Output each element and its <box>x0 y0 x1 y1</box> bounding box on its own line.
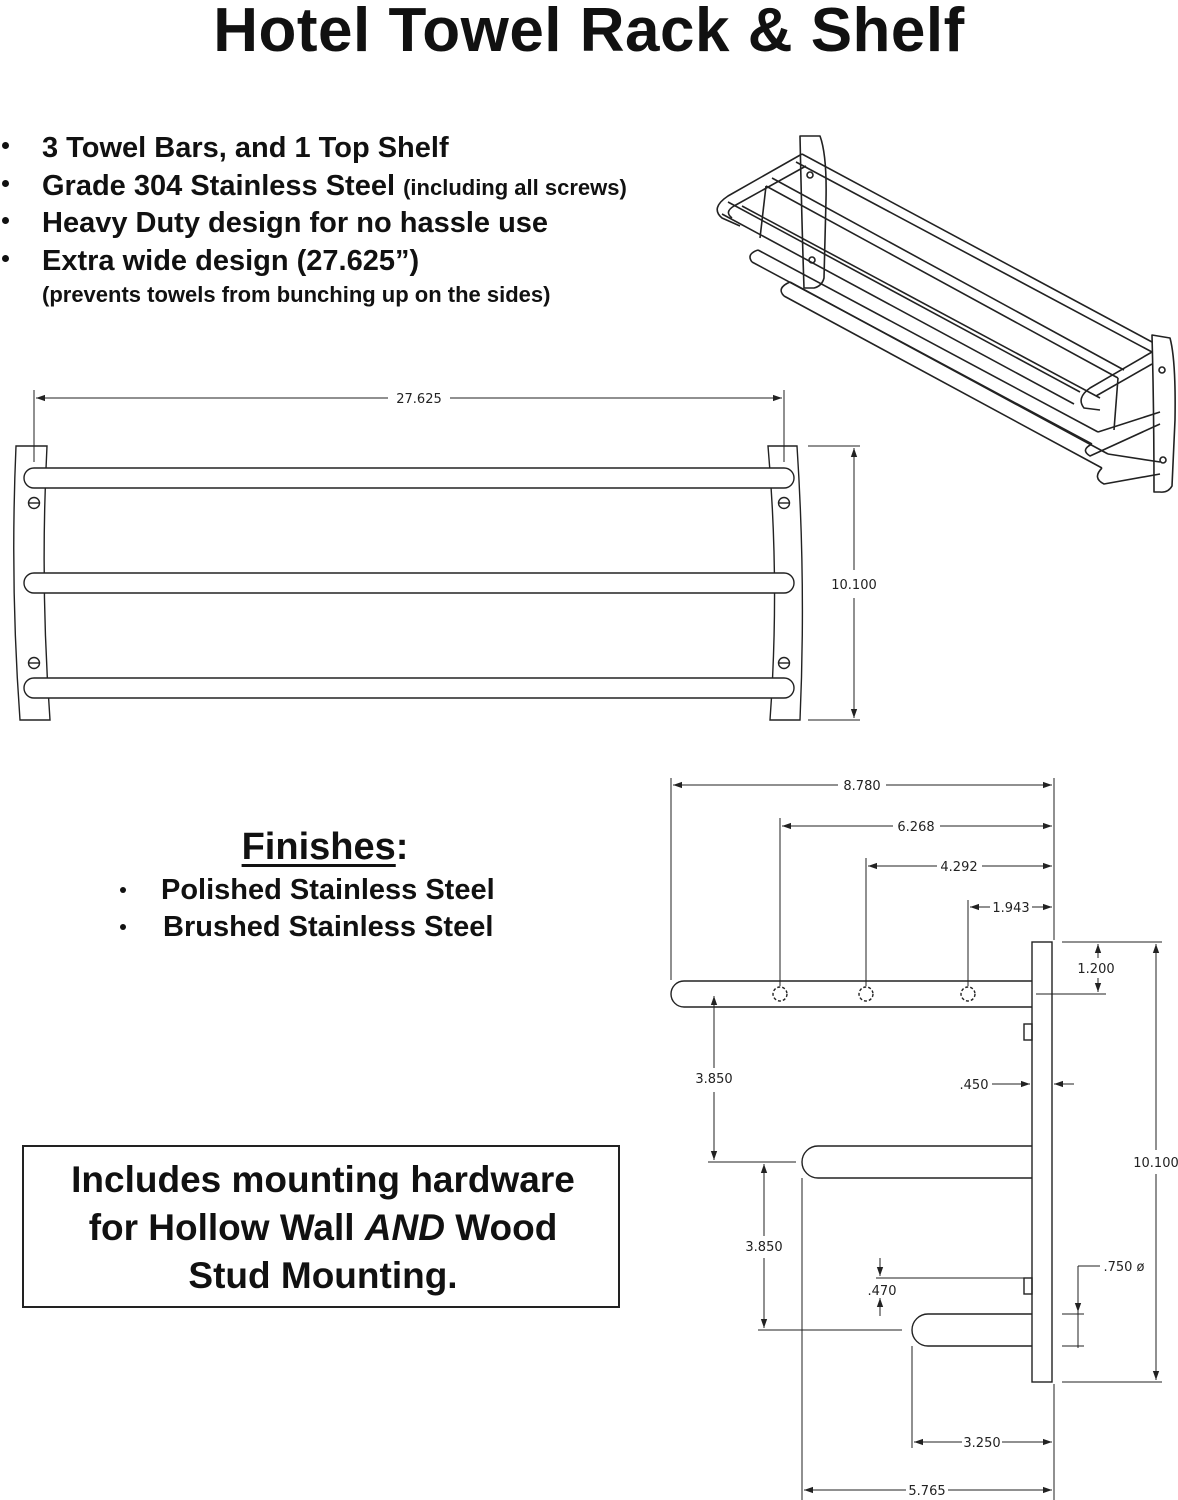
front-right-plate <box>767 445 804 721</box>
page-title: Hotel Towel Rack & Shelf <box>213 0 965 65</box>
shelf-end-bend <box>716 153 803 227</box>
side-dim-label: 3.250 <box>963 1436 1000 1451</box>
bullet-icon <box>2 217 9 224</box>
right-wall-plate <box>1151 334 1176 493</box>
finish-text: Brushed Stainless Steel <box>163 911 494 943</box>
side-towel-arm-bottom <box>911 1313 1032 1347</box>
hole-icon <box>772 986 788 1002</box>
shelf-rail <box>771 177 1125 371</box>
towel-bar-end <box>780 281 791 297</box>
hardware-line: for Hollow Wall AND Wood <box>24 1207 622 1249</box>
bullet-icon <box>2 255 9 262</box>
front-view-drawing <box>13 445 804 721</box>
front-towel-bar-bottom <box>23 677 795 699</box>
front-view-dimensions <box>33 390 860 721</box>
side-dim-label: 6.268 <box>897 820 934 835</box>
side-wall-plate <box>1031 941 1053 1383</box>
side-shelf-arm <box>670 980 1032 1008</box>
shelf-rail <box>765 185 1119 379</box>
mounting-stud <box>1023 1023 1033 1041</box>
shelf-end-bend <box>1095 363 1153 397</box>
finishes-colon: : <box>395 826 409 868</box>
towel-bar <box>783 295 1103 469</box>
hole-icon <box>858 986 874 1002</box>
shelf-rail <box>741 205 1101 399</box>
hardware-line: Stud Mounting. <box>188 1255 458 1296</box>
side-dim-label: 8.780 <box>843 779 880 794</box>
side-dim-label: 4.292 <box>940 860 977 875</box>
feature-text-wrap: Grade 304 Stainless Steel (including all… <box>42 170 627 203</box>
side-dim-label: 3.850 <box>745 1240 782 1255</box>
hardware-text: for Hollow Wall <box>88 1207 365 1248</box>
towel-bar-end <box>1096 453 1161 485</box>
shelf-rail <box>721 213 1075 405</box>
front-height-label: 10.100 <box>831 578 877 593</box>
feature-text: Heavy Duty design for no hassle use <box>42 207 549 239</box>
feature-text: 3 Towel Bars, and 1 Top Shelf <box>42 132 449 164</box>
shelf-bracket <box>1113 377 1119 431</box>
front-towel-bar-top <box>23 467 795 489</box>
hole-icon <box>960 986 976 1002</box>
side-view-drawing <box>670 941 1053 1383</box>
shelf-bracket <box>759 185 767 239</box>
finishes-heading: Finishes: <box>100 826 550 869</box>
towel-bar <box>789 281 1109 455</box>
side-dim-label: 10.100 <box>1133 1156 1178 1171</box>
bullet-icon <box>120 924 126 930</box>
side-dim-label: .750 ø <box>1103 1260 1144 1275</box>
side-dim-label: 3.850 <box>695 1072 732 1087</box>
side-dim-label: 1.943 <box>992 901 1029 916</box>
side-view-dimensions <box>670 778 1162 1500</box>
shelf-end-bend <box>727 165 807 219</box>
shelf-end-bend <box>1080 351 1153 411</box>
hardware-line: Includes mounting hardware <box>71 1159 575 1200</box>
side-dim-label: 5.765 <box>908 1484 945 1499</box>
feature-text: Grade 304 Stainless Steel <box>42 170 396 202</box>
front-width-label: 27.625 <box>396 392 442 407</box>
shelf-rail <box>801 153 1153 343</box>
hardware-callout-box: Includes mounting hardware for Hollow Wa… <box>22 1145 620 1308</box>
towel-bar <box>757 249 1099 433</box>
finishes-heading-text: Finishes <box>241 826 396 868</box>
feature-text: Extra wide design (27.625”) <box>42 245 420 277</box>
mounting-stud <box>1023 1277 1033 1295</box>
feature-note: (including all screws) <box>403 175 627 200</box>
bullet-icon <box>2 180 9 187</box>
side-dim-label: .470 <box>868 1284 897 1299</box>
hardware-emphasis: AND <box>364 1207 445 1248</box>
front-left-plate <box>13 445 51 721</box>
hardware-text: Wood <box>444 1207 558 1248</box>
finish-text: Polished Stainless Steel <box>161 874 495 906</box>
feature-subnote: (prevents towels from bunching up on the… <box>42 282 551 307</box>
towel-bar-end <box>1084 411 1161 457</box>
shelf-rail <box>727 201 1081 393</box>
left-wall-plate <box>799 135 827 289</box>
side-dim-label: .450 <box>960 1078 989 1093</box>
bullet-icon <box>2 142 9 149</box>
towel-bar-end <box>749 249 759 263</box>
side-towel-arm-middle <box>801 1145 1032 1179</box>
isometric-rack-illustration <box>716 135 1176 493</box>
front-towel-bar-middle <box>23 572 795 594</box>
side-dim-label: 1.200 <box>1077 962 1114 977</box>
screw-icon <box>806 171 814 179</box>
bullet-icon <box>120 887 126 893</box>
shelf-rail <box>795 161 1153 353</box>
screw-icon <box>1159 456 1167 464</box>
screw-icon <box>1158 366 1166 374</box>
